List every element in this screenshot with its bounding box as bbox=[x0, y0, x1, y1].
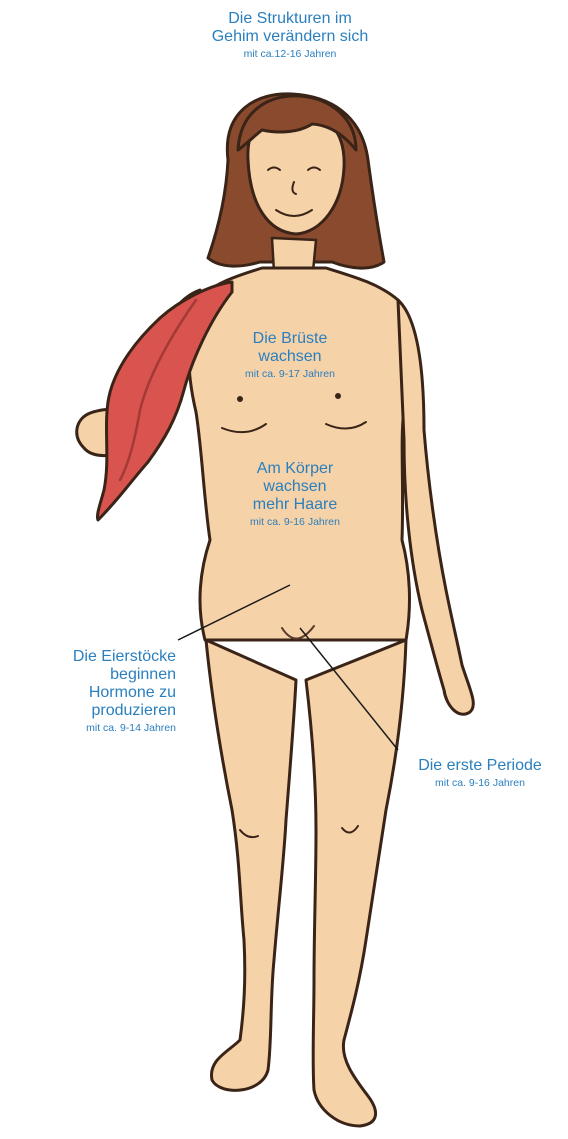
right-leg bbox=[306, 640, 406, 1126]
label-breasts-line-1: Die Brüste bbox=[205, 330, 375, 348]
label-hair-line-1: Am Körper bbox=[200, 460, 390, 478]
label-breasts-age: mit ca. 9-17 Jahren bbox=[205, 369, 375, 381]
label-breasts-line-2: wachsen bbox=[205, 348, 375, 366]
label-ovaries-line-4: produzieren bbox=[0, 702, 176, 720]
label-brain-line-1: Die Strukturen im bbox=[160, 10, 420, 28]
label-hair-line-3: mehr Haare bbox=[200, 496, 390, 514]
left-leg bbox=[206, 640, 296, 1090]
left-nipple bbox=[237, 396, 243, 402]
right-arm bbox=[398, 300, 473, 714]
label-brain-age: mit ca.12-16 Jahren bbox=[160, 49, 420, 61]
label-hair-age: mit ca. 9-16 Jahren bbox=[200, 517, 390, 529]
label-ovaries-line-1: Die Eierstöcke bbox=[0, 648, 176, 666]
label-first-period: Die erste Periode mit ca. 9-16 Jahren bbox=[392, 757, 568, 790]
label-brain-line-2: Gehim verändern sich bbox=[160, 28, 420, 46]
torso bbox=[189, 268, 410, 640]
label-ovaries-age: mit ca. 9-14 Jahren bbox=[0, 723, 176, 735]
label-ovaries-line-2: beginnen bbox=[0, 666, 176, 684]
label-body-hair: Am Körper wachsen mehr Haare mit ca. 9-1… bbox=[200, 460, 390, 528]
label-period-line-1: Die erste Periode bbox=[392, 757, 568, 775]
label-ovaries-line-3: Hormone zu bbox=[0, 684, 176, 702]
right-nipple bbox=[335, 393, 341, 399]
label-breasts: Die Brüste wachsen mit ca. 9-17 Jahren bbox=[205, 330, 375, 381]
label-hair-line-2: wachsen bbox=[200, 478, 390, 496]
label-ovaries: Die Eierstöcke beginnen Hormone zu produ… bbox=[0, 648, 176, 734]
label-period-age: mit ca. 9-16 Jahren bbox=[392, 778, 568, 790]
label-brain: Die Strukturen im Gehim verändern sich m… bbox=[160, 10, 420, 61]
